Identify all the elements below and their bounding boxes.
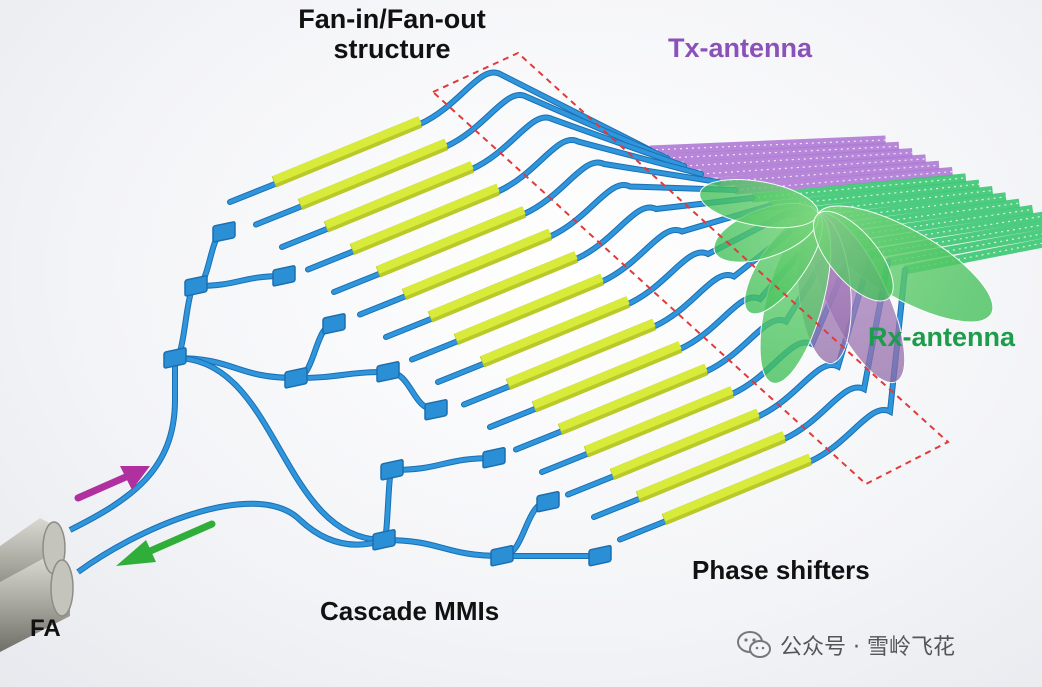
mmi-block	[163, 347, 187, 369]
mmi-link-core	[195, 274, 285, 288]
mmi-block	[376, 361, 400, 383]
mmi-link-core	[391, 456, 495, 472]
phase-shifter-top	[636, 431, 786, 499]
mmi-block	[536, 490, 560, 513]
dashed-outline	[431, 51, 950, 486]
radiation-lobe-icon	[699, 179, 994, 384]
phase-shifter-top	[376, 206, 526, 274]
fan-in-fan-out-box	[431, 51, 950, 486]
antenna-grating	[700, 158, 926, 175]
mmi-block	[212, 221, 236, 243]
phase-shifter-top	[662, 453, 812, 522]
mmi-block	[424, 399, 448, 421]
phase-shifter-top	[428, 251, 578, 319]
mmi-link-core	[383, 538, 503, 558]
watermark-text: 公众号 · 雪岭飞花	[780, 635, 955, 660]
mmi-block	[588, 544, 612, 567]
antenna-grating	[683, 151, 913, 167]
phase-shifter-top	[558, 363, 708, 432]
phase-shifter-top	[454, 273, 604, 342]
input-arrow-icon	[74, 466, 150, 502]
mmi-block	[380, 459, 404, 481]
antenna-grating	[666, 145, 899, 159]
mmi-block	[372, 529, 396, 551]
bus-waveguide	[68, 358, 178, 533]
fiber-array-icon	[0, 518, 74, 652]
phase-shifter-top	[480, 296, 630, 364]
mmi-block	[482, 447, 506, 469]
bus-waveguide-core	[76, 501, 385, 574]
fa-label: FA	[30, 615, 61, 642]
mmi-link-core	[295, 370, 389, 380]
phase-shifter-top	[298, 138, 448, 207]
antenna-grating	[853, 215, 1042, 247]
phase-shifter-top	[272, 116, 422, 184]
phase-shifter-top	[532, 341, 682, 409]
phase-shifter-top	[324, 161, 474, 229]
antenna-grating	[717, 164, 940, 183]
radiation-lobe	[813, 210, 894, 302]
antenna-grating	[802, 196, 1007, 223]
phase-shifter-top	[610, 408, 760, 477]
tx-antenna-label: Tx-antenna	[668, 33, 813, 63]
wechat-icon	[737, 631, 771, 658]
lobe-shape	[813, 210, 894, 302]
antenna-grating	[785, 189, 993, 215]
phase-shifter-top	[584, 386, 734, 454]
phase-shifters-label: Phase shifters	[692, 555, 870, 585]
phase-shifter-top	[506, 318, 656, 387]
rx-antenna-label: Rx-antenna	[868, 322, 1016, 352]
mmi-block	[490, 544, 514, 567]
mmi-block	[272, 265, 296, 287]
watermark: 公众号 · 雪岭飞花	[736, 626, 955, 664]
mmi-splitter-tree	[163, 221, 612, 567]
fan-in-fan-out-label: Fan-in/Fan-out structure	[298, 4, 486, 65]
mmi-block	[184, 275, 208, 297]
mmi-block	[322, 313, 346, 335]
output-arrow-icon	[116, 520, 216, 566]
phase-shifter-array	[271, 116, 813, 526]
phase-shifter-top	[402, 228, 552, 297]
mmi-link-core	[174, 356, 385, 542]
tx-antenna-element	[649, 135, 886, 155]
cascade-mmis-label: Cascade MMIs	[320, 596, 500, 626]
bus-waveguide-core	[69, 358, 177, 532]
mmi-block	[284, 367, 308, 389]
phase-shifter-top	[350, 183, 500, 252]
